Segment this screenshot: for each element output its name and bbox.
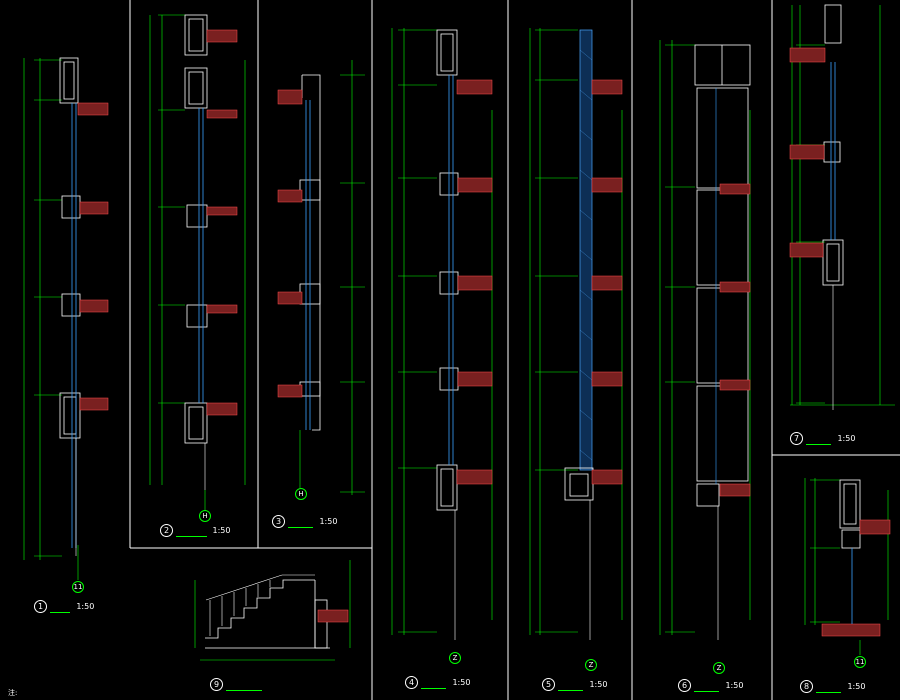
- section-number-6: 6: [678, 679, 691, 692]
- section-name-6: [694, 681, 720, 692]
- section-number-3: 3: [272, 515, 285, 528]
- section-scale-8: 1:50: [847, 682, 866, 691]
- section-title-2: 2 1:50: [160, 524, 230, 537]
- section-name-9: [226, 680, 262, 691]
- section-title-1: 1 1:50: [34, 600, 94, 613]
- section-8: [804, 478, 891, 655]
- section-number-5: 5: [542, 678, 555, 691]
- section-title-8: 8 1:50: [800, 680, 865, 693]
- section-name-3: [288, 517, 314, 528]
- axis-bubble-6: Z: [713, 662, 725, 674]
- section-name-7: [806, 434, 832, 445]
- axis-bubble-2: H: [199, 510, 211, 522]
- section-3: [277, 60, 365, 495]
- section-number-8: 8: [800, 680, 813, 693]
- section-title-4: 4 1:50: [405, 676, 470, 689]
- section-scale-2: 1:50: [212, 526, 231, 535]
- section-6: [659, 40, 751, 640]
- section-name-5: [558, 680, 584, 691]
- section-scale-1: 1:50: [76, 602, 95, 611]
- section-9: [194, 560, 351, 661]
- section-title-7: 7 1:50: [790, 432, 855, 445]
- section-name-4: [421, 678, 447, 689]
- section-name-8: [816, 682, 842, 693]
- section-name-2: [176, 526, 207, 537]
- sheet-frame: [129, 0, 900, 700]
- section-scale-7: 1:50: [837, 434, 856, 443]
- section-number-9: 9: [210, 678, 223, 691]
- axis-bubble-4: Z: [449, 652, 461, 664]
- section-title-9: 9: [210, 678, 262, 691]
- section-title-6: 6 1:50: [678, 679, 743, 692]
- section-4: [391, 28, 493, 640]
- section-number-4: 4: [405, 676, 418, 689]
- axis-bubble-5: Z: [585, 659, 597, 671]
- section-5: [529, 28, 623, 640]
- section-scale-6: 1:50: [725, 681, 744, 690]
- sheet-note: 注:: [8, 689, 18, 697]
- section-title-5: 5 1:50: [542, 678, 607, 691]
- section-scale-5: 1:50: [589, 680, 608, 689]
- section-1: [23, 57, 109, 580]
- section-title-3: 3 1:50: [272, 515, 337, 528]
- section-name-1: [50, 602, 71, 613]
- section-7: [789, 4, 895, 410]
- axis-bubble-8: 11: [854, 656, 866, 668]
- section-scale-4: 1:50: [452, 678, 471, 687]
- section-number-1: 1: [34, 600, 47, 613]
- section-scale-3: 1:50: [319, 517, 338, 526]
- axis-bubble-3: H: [295, 488, 307, 500]
- section-2: [149, 14, 246, 510]
- axis-bubble-1: 11: [72, 581, 84, 593]
- section-number-7: 7: [790, 432, 803, 445]
- section-number-2: 2: [160, 524, 173, 537]
